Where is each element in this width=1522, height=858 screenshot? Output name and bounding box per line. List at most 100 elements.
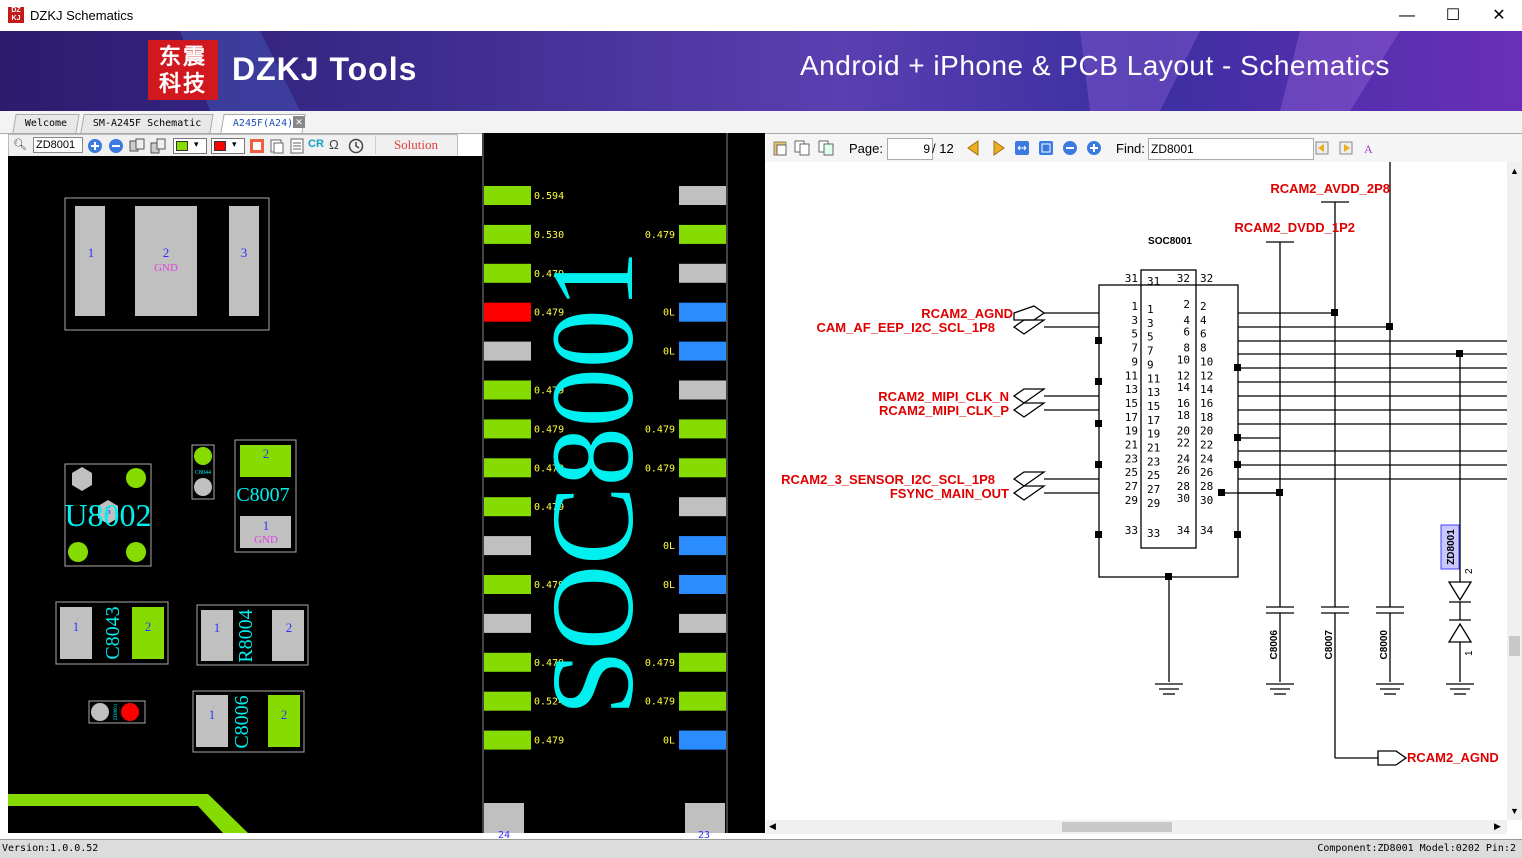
paste-icon[interactable] [772,140,788,156]
pad[interactable] [484,263,531,283]
text-highlight-icon[interactable]: A [1362,140,1378,156]
rotate-icon[interactable] [150,138,166,154]
pad[interactable] [126,542,146,562]
cap-label[interactable]: C8007 [1324,630,1335,660]
net-label[interactable]: CAM_AF_EEP_I2C_SCL_1P8 [817,320,995,335]
pad[interactable] [229,206,259,316]
net-label[interactable]: RCAM2_3_SENSOR_I2C_SCL_1P8 [781,472,995,487]
pad[interactable] [240,516,291,548]
scroll-right-icon[interactable]: ▶ [1494,821,1501,831]
pad[interactable] [68,542,88,562]
pad[interactable] [685,803,725,833]
find-prev-icon[interactable] [1314,140,1330,156]
net-label[interactable]: RCAM2_DVDD_1P2 [1234,220,1355,235]
zoom-out-icon[interactable] [108,138,124,154]
next-page-icon[interactable] [992,140,1006,156]
pad[interactable] [679,186,726,205]
fit-page-icon[interactable] [1038,140,1054,156]
pad[interactable] [484,341,531,361]
pad[interactable] [484,691,531,711]
pad[interactable] [201,610,233,661]
pad[interactable] [135,206,197,316]
pad[interactable] [679,536,726,556]
pad[interactable] [240,445,291,477]
scroll-up-icon[interactable]: ▲ [1510,166,1519,176]
pad[interactable] [484,419,531,439]
pad[interactable] [484,652,531,672]
vertical-scrollbar[interactable]: ▲ ▼ [1507,162,1522,820]
pad[interactable] [60,607,92,659]
net-label[interactable]: RCAM2_MIPI_CLK_N [878,389,1009,404]
scroll-left-icon[interactable]: ◀ [769,821,776,831]
zener-highlight[interactable] [1440,524,1460,570]
pad[interactable] [484,380,531,400]
pad[interactable] [679,341,726,361]
copy-icon[interactable] [269,138,285,154]
pad[interactable] [679,380,726,400]
pad[interactable] [679,652,726,672]
cr-button[interactable]: CR [308,138,324,150]
cap-label[interactable]: C8000 [1379,630,1390,660]
zoom-out-icon[interactable] [1062,140,1078,156]
search-icon[interactable]: 🔍︎ [13,139,27,151]
scroll-down-icon[interactable]: ▼ [1510,806,1519,816]
cap-label[interactable]: C8006 [1269,630,1280,660]
pad[interactable] [484,536,531,556]
pad[interactable] [91,703,109,721]
clock-icon[interactable] [348,138,364,154]
pad[interactable] [484,458,531,478]
pad[interactable] [98,500,118,524]
pad[interactable] [484,575,531,594]
zener-label[interactable]: ZD8001 [1446,529,1457,565]
pad[interactable] [268,695,300,747]
pad[interactable] [272,610,304,661]
pad[interactable] [679,302,726,322]
pcb-drawing[interactable]: 1 2 GND 3 5 U8002 C8044 2 1 GND C8007 1 … [8,156,482,833]
zoom-in-icon[interactable] [87,138,103,154]
pad[interactable] [72,467,92,491]
pad[interactable] [679,691,726,711]
pad[interactable] [484,224,531,244]
page-input[interactable] [887,138,933,160]
pad[interactable] [679,730,726,750]
copy-page-icon[interactable] [794,140,810,156]
pad[interactable] [679,575,726,594]
find-next-icon[interactable] [1338,140,1354,156]
prev-page-icon[interactable] [966,140,980,156]
pad[interactable] [132,607,164,659]
pad[interactable] [484,613,531,633]
pad[interactable] [194,447,212,465]
tab-close-icon[interactable]: ✕ [293,116,305,128]
pad-highlighted[interactable] [121,703,139,721]
pad[interactable] [196,695,228,747]
pages-icon[interactable] [818,140,834,156]
close-button[interactable]: ✕ [1492,7,1506,24]
pcb-search-input[interactable] [33,137,83,153]
maximize-button[interactable]: ☐ [1445,7,1461,24]
net-label[interactable]: RCAM2_MIPI_CLK_P [879,403,1009,418]
pad[interactable] [679,613,726,633]
net-label[interactable]: RCAM2_AGND [921,306,1013,321]
net-label[interactable]: RCAM2_AVDD_2P8 [1270,181,1390,196]
pad[interactable] [484,302,531,322]
highlight-color-select[interactable]: ▾ [211,138,245,154]
pad[interactable] [75,206,105,316]
pad[interactable] [484,730,531,750]
pad[interactable] [484,497,531,517]
solution-button[interactable]: Solution [375,136,456,154]
find-input[interactable] [1148,138,1314,160]
pad[interactable] [484,186,531,205]
layers-icon[interactable] [249,138,265,154]
scroll-thumb[interactable] [1509,636,1520,656]
pad[interactable] [484,803,524,833]
notes-icon[interactable] [289,138,305,154]
pad[interactable] [194,478,212,496]
flip-icon[interactable] [129,138,145,154]
pad[interactable] [126,468,146,488]
pad[interactable] [679,458,726,478]
resistance-button[interactable]: Ω [329,137,339,152]
